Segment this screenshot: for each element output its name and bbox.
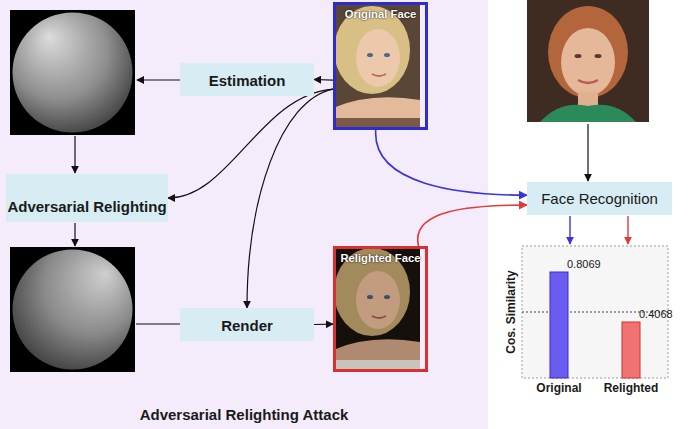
original-face-frame: Original Face [333, 2, 428, 130]
value-label: 0.8069 [567, 258, 601, 270]
process-box: Face Recognition [527, 182, 672, 215]
connector [168, 89, 333, 198]
connector [376, 130, 527, 195]
axis-title: Cos. Similarity [504, 270, 518, 353]
node-text: Adversarial Relighting [6, 198, 168, 216]
process-box: Adversarial Relighting [6, 174, 168, 222]
flow-arrow [569, 216, 570, 244]
face-photo [333, 2, 420, 130]
lighting-sphere [10, 10, 135, 135]
flow-arrow [627, 216, 628, 244]
node-text: Estimation [180, 72, 314, 90]
face-photo [333, 246, 420, 372]
node-text: Relighted Face [336, 252, 425, 363]
connector [418, 205, 527, 246]
node-text: Adversarial Relighting Attack [0, 406, 488, 423]
node-text: Face Recognition [541, 190, 658, 208]
connector [314, 324, 333, 326]
panel-ground [0, 0, 488, 429]
node-text: Render [180, 317, 314, 335]
category-label: Relighted [604, 381, 659, 395]
face-photo [527, 0, 649, 122]
value-label: 0.4068 [639, 308, 673, 320]
attack-region: Adversarial Relighting Attack Original Fa… [0, 0, 488, 429]
process-box: Estimation [180, 63, 314, 96]
connector [247, 89, 333, 308]
lighting-sphere [10, 247, 135, 372]
category-label: Original [536, 381, 581, 395]
connector [314, 79, 333, 81]
relighted-face-frame: Relighted Face [333, 246, 428, 372]
process-box: Render [180, 308, 314, 341]
node-text: Original Face [336, 8, 425, 121]
